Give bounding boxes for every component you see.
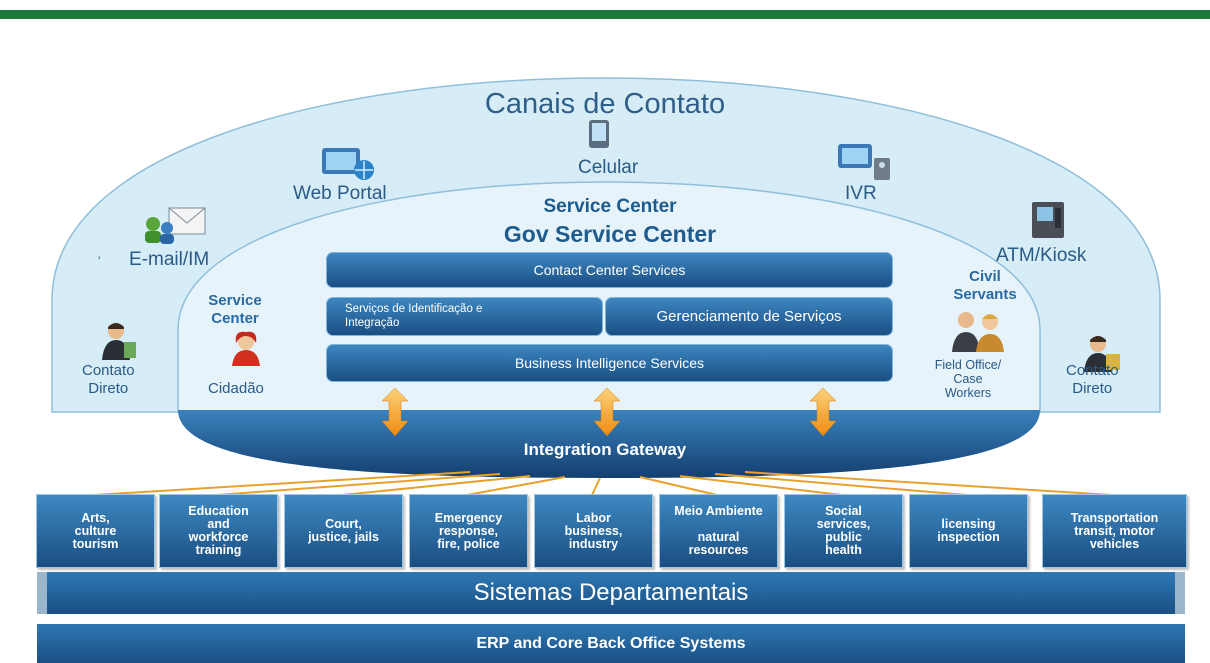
email-icon [139, 206, 211, 246]
arrow-right [809, 387, 837, 437]
civil-servants-icon [946, 308, 1010, 354]
dept-arts: Arts, culture tourism [36, 494, 155, 568]
integration-gateway-label: Integration Gateway [523, 440, 687, 459]
dept-licensing: licensing inspection [909, 494, 1028, 568]
business-intelligence-band: Business Intelligence Services [326, 344, 893, 382]
service-center-title: Service Center [543, 196, 677, 217]
contact-center-services-band: Contact Center Services [326, 252, 893, 288]
gov-service-center-title: Gov Service Center [503, 221, 717, 247]
web-portal-icon [318, 142, 378, 182]
arrow-left [381, 387, 409, 437]
gerenciamento-label: Gerenciamento de Serviços [656, 308, 842, 325]
person-icon-right [1078, 334, 1122, 374]
arrow-center [593, 387, 621, 437]
identificacao-band: Serviços de Identificação e Integração [326, 297, 603, 336]
service-center-side-label: Service Center [208, 292, 262, 327]
dept-labor: Labor business, industry [534, 494, 653, 568]
channel-web-portal: Web Portal [293, 183, 387, 204]
phone-icon [588, 119, 610, 149]
identificacao-label: Serviços de Identificação e Integração [345, 303, 483, 329]
connector-lines [93, 471, 1113, 496]
civil-servants-label: Civil Servants [953, 268, 1017, 303]
gerenciamento-band: Gerenciamento de Serviços [605, 297, 893, 336]
channel-celular: Celular [578, 157, 639, 178]
business-intelligence-label: Business Intelligence Services [514, 355, 705, 371]
contato-direto-left: Contato Direto [82, 362, 135, 397]
atm-kiosk-icon [1030, 200, 1066, 240]
channel-ivr: IVR [845, 183, 877, 204]
cidadao-label: Cidadão [208, 380, 264, 397]
channel-email: E-mail/IM [129, 249, 210, 270]
top-green-bar [0, 10, 1210, 19]
diagram-title: Canais de Contato [484, 88, 726, 120]
dept-transportation: Transportation transit, motor vehicles [1042, 494, 1187, 568]
field-office-label: Field Office/ Case Workers [934, 358, 1002, 400]
channel-atm-kiosk: ATM/Kiosk [996, 245, 1087, 266]
dept-social: Social services, public health [784, 494, 903, 568]
contato-direto-right: Contato Direto [1066, 362, 1119, 397]
dept-education: Education and workforce training [159, 494, 278, 568]
dept-meio-ambiente: Meio Ambiente natural resources [659, 494, 778, 568]
citizen-icon [228, 330, 264, 368]
ivr-icon [836, 140, 894, 182]
person-icon-left [100, 320, 140, 362]
dept-emergency: Emergency response, fire, police [409, 494, 528, 568]
apostrophe-mark: ' [98, 254, 101, 268]
erp-bar: ERP and Core Back Office Systems [37, 624, 1185, 663]
sistemas-departamentais-bar: Sistemas Departamentais [37, 572, 1185, 614]
dept-court: Court, justice, jails [284, 494, 403, 568]
contact-center-services-label: Contact Center Services [533, 262, 686, 278]
